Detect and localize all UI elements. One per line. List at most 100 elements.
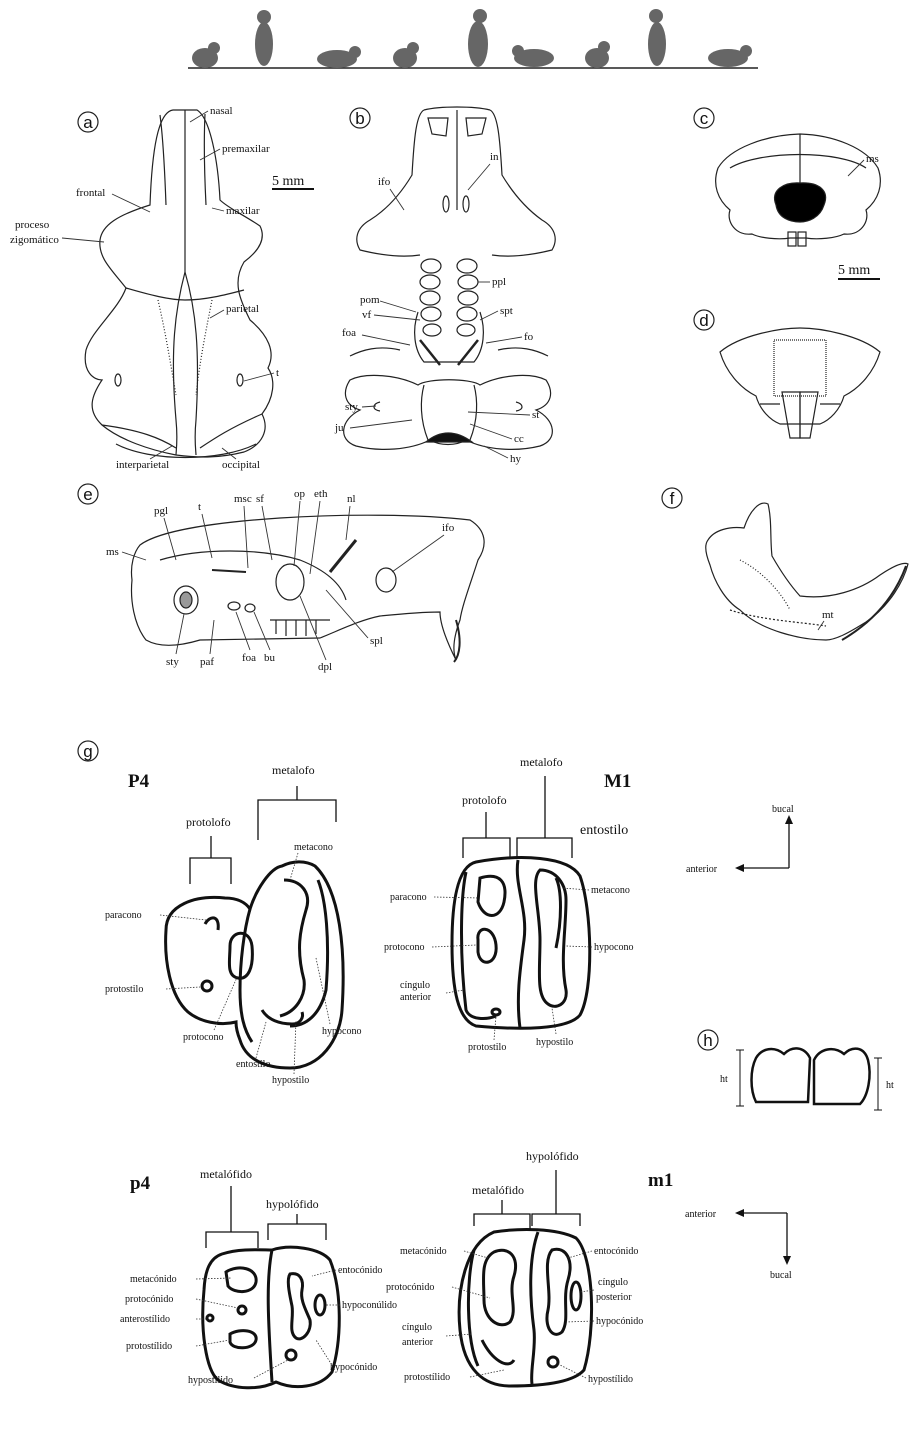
m1-anterior: anterior	[402, 1337, 434, 1348]
compass-lower-anterior: anterior	[685, 1209, 717, 1220]
tooth-m1-title: m1	[648, 1170, 673, 1191]
label-cc: cc	[514, 433, 524, 445]
tooth-P4-title: P4	[128, 771, 150, 792]
label-sf: sf	[256, 493, 264, 505]
label-foa-e: foa	[242, 652, 256, 664]
m1-cingulo: cíngulo	[598, 1277, 628, 1288]
label-t-e: t	[198, 501, 201, 513]
orientation-compass-lower: anterior bucal	[685, 1209, 792, 1281]
panel-h: h ht ht	[698, 1030, 894, 1110]
label-parietal: parietal	[226, 303, 259, 315]
P4-metacono: metacono	[294, 842, 333, 853]
marmot-silhouette-icon	[585, 41, 610, 68]
label-premaxilar: premaxilar	[222, 143, 270, 155]
tooth-p4-title: p4	[130, 1173, 151, 1194]
marmot-silhouette-icon	[192, 42, 220, 68]
P4-paracono: paracono	[105, 910, 142, 921]
label-st: st	[532, 409, 539, 421]
p4-hypoconido: hypocónido	[330, 1362, 377, 1373]
tooth-M1: M1 metalofo protolofo entostilo paracono…	[384, 755, 633, 1053]
p4-anterostilido: anterostílido	[120, 1314, 170, 1325]
m1-metalofido: metalófido	[472, 1183, 524, 1197]
upper-molars-right	[457, 259, 478, 336]
M1-paracono: paracono	[390, 892, 427, 903]
label-ifo: ifo	[378, 176, 391, 188]
m1-entoconido: entocónido	[594, 1246, 638, 1257]
panel-a-letter: a	[83, 113, 93, 132]
tooth-M1-title: M1	[604, 771, 631, 792]
label-proceso: proceso	[15, 219, 50, 231]
label-ht-left: ht	[720, 1074, 728, 1085]
panel-a: a nasal premaxilar frontal maxilar proce…	[10, 105, 314, 471]
scale-label-a: 5 mm	[272, 174, 304, 189]
label-pom: pom	[360, 294, 380, 306]
marmot-silhouette-icon	[255, 10, 273, 66]
p4-hypoconulido: hypoconúlido	[342, 1300, 397, 1311]
label-dpl: dpl	[318, 661, 332, 673]
label-t: t	[276, 367, 279, 379]
panel-g-letter: g	[83, 742, 92, 761]
label-pgl: pgl	[154, 505, 168, 517]
panel-c: c ms 5 mm	[694, 108, 880, 279]
label-ifo-e: ifo	[442, 522, 455, 534]
label-ms: ms	[866, 153, 879, 165]
marmot-silhouette-icon	[393, 42, 419, 68]
m1-hypostilido: hypostílido	[588, 1374, 633, 1385]
label-foa: foa	[342, 327, 356, 339]
M1-protolofo: protolofo	[462, 793, 507, 807]
m1-metaconido: metacónido	[400, 1246, 447, 1257]
label-sty: sty	[345, 401, 358, 413]
p4-hypolofido: hypolófido	[266, 1197, 319, 1211]
m1-hypolofido: hypolófido	[526, 1149, 579, 1163]
p4-metaconido: metacónido	[130, 1274, 177, 1285]
m1-cingulo2: cíngulo	[402, 1322, 432, 1333]
skull-ventral-drawing	[344, 107, 556, 449]
label-ppl: ppl	[492, 276, 506, 288]
marmot-silhouette-strip	[188, 9, 758, 68]
M1-hypocono: hypocono	[594, 942, 633, 953]
panel-h-letter: h	[703, 1031, 712, 1050]
panel-d-letter: d	[699, 311, 708, 330]
panel-f-letter: f	[670, 489, 675, 508]
M1-cingulo: cíngulo	[400, 980, 430, 991]
panel-e: e pgl t msc sf op eth nl ifo ms	[78, 484, 484, 673]
label-ms-e: ms	[106, 546, 119, 558]
label-spt: spt	[500, 305, 513, 317]
panel-c-letter: c	[700, 109, 709, 128]
p4-protoconido: protocónido	[125, 1294, 173, 1305]
compass-upper-anterior: anterior	[686, 864, 718, 875]
m1-protostilido: protostílido	[404, 1372, 450, 1383]
panel-b: b	[334, 107, 555, 465]
M1-protocono: protocono	[384, 942, 425, 953]
mandible-drawing	[706, 503, 908, 640]
label-in: in	[490, 151, 499, 163]
m1-protoconido: protocónido	[386, 1282, 434, 1293]
label-msc: msc	[234, 493, 252, 505]
label-hy: hy	[510, 453, 522, 465]
label-ju: ju	[334, 422, 344, 434]
skull-anterior-drawing	[720, 328, 880, 438]
label-interparietal: interparietal	[116, 459, 169, 471]
label-nl: nl	[347, 493, 356, 505]
label-fo: fo	[524, 331, 534, 343]
p4-protostilido: protostílido	[126, 1341, 172, 1352]
orientation-compass-upper: bucal anterior	[686, 804, 794, 875]
label-occipital: occipital	[222, 459, 260, 471]
scale-label-c: 5 mm	[838, 263, 870, 278]
M1-metacono: metacono	[591, 885, 630, 896]
label-maxilar: maxilar	[226, 205, 260, 217]
marmot-silhouette-icon	[317, 46, 361, 68]
p4-entoconido: entocónido	[338, 1265, 382, 1276]
compass-lower-bucal: bucal	[770, 1270, 792, 1281]
label-frontal: frontal	[76, 187, 105, 199]
skull-dorsal-drawing	[85, 110, 273, 458]
label-ht-right: ht	[886, 1080, 894, 1091]
M1-metalofo: metalofo	[520, 755, 563, 769]
crown-height-drawing	[752, 1048, 870, 1104]
panel-e-letter: e	[83, 485, 92, 504]
P4-hypocono: hypocono	[322, 1026, 361, 1037]
P4-protolofo: protolofo	[186, 815, 231, 829]
P4-protostilo: protostilo	[105, 984, 143, 995]
M1-entostilo: entostilo	[580, 823, 628, 838]
